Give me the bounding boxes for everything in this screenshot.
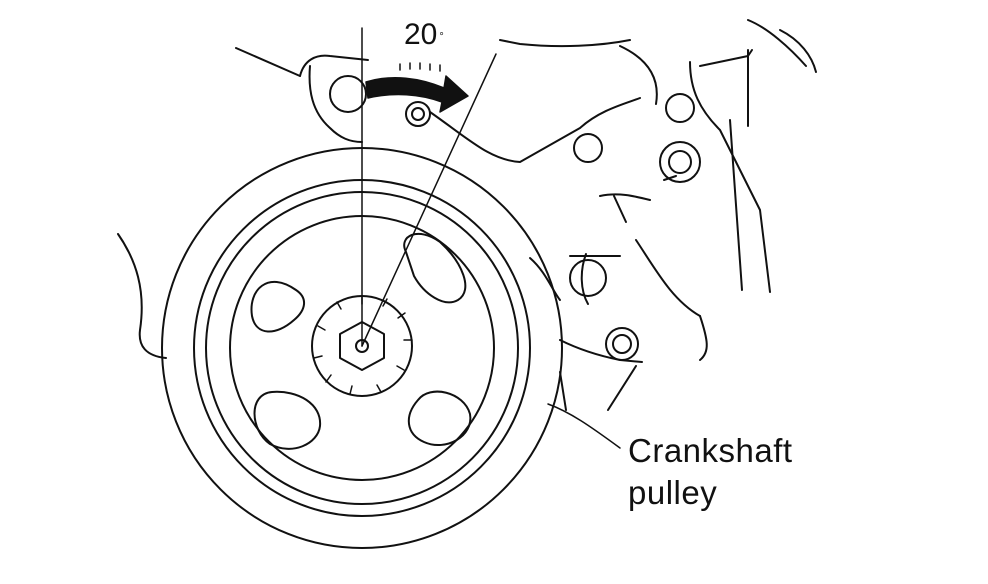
callout-line-2: pulley [628, 474, 718, 511]
pulley-window [253, 390, 322, 450]
curved-arrow-right-icon [365, 75, 469, 113]
engine-block-outline [117, 19, 817, 411]
crankshaft-bolt [339, 321, 385, 371]
callout-leader [547, 403, 621, 449]
angle-unit: ° [439, 31, 444, 43]
callout-line-1: Crankshaft [628, 432, 793, 469]
angle-value: 20 [404, 18, 438, 51]
pulley-window [250, 280, 305, 333]
angle-scale-ticks [399, 62, 441, 72]
callout-crankshaft-pulley: Crankshaft pulley [628, 430, 793, 514]
angle-reference-lines [361, 27, 497, 347]
angle-label: 20° [404, 18, 444, 52]
pulley-window [403, 232, 467, 304]
pulley-window [408, 390, 472, 447]
cover-bolts [329, 75, 701, 361]
reference-line-rotated [361, 53, 497, 347]
